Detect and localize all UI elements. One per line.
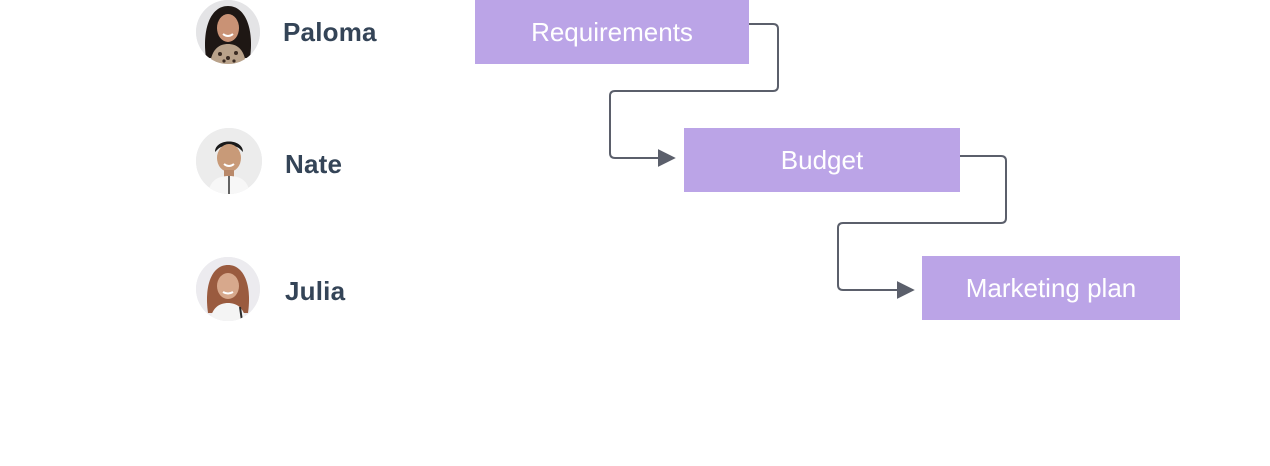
person-name-nate: Nate <box>285 149 343 179</box>
avatar-nate <box>196 128 262 194</box>
avatar-julia <box>196 257 260 321</box>
connector-budget-to-marketing-plan <box>837 155 1007 299</box>
connector-requirements-to-budget <box>609 23 779 167</box>
avatar-paloma <box>196 0 260 64</box>
task-budget[interactable]: Budget <box>684 128 960 192</box>
task-requirements[interactable]: Requirements <box>475 0 749 64</box>
person-name-julia: Julia <box>285 276 346 306</box>
person-name-paloma: Paloma <box>283 17 377 47</box>
task-marketing-plan[interactable]: Marketing plan <box>922 256 1180 320</box>
